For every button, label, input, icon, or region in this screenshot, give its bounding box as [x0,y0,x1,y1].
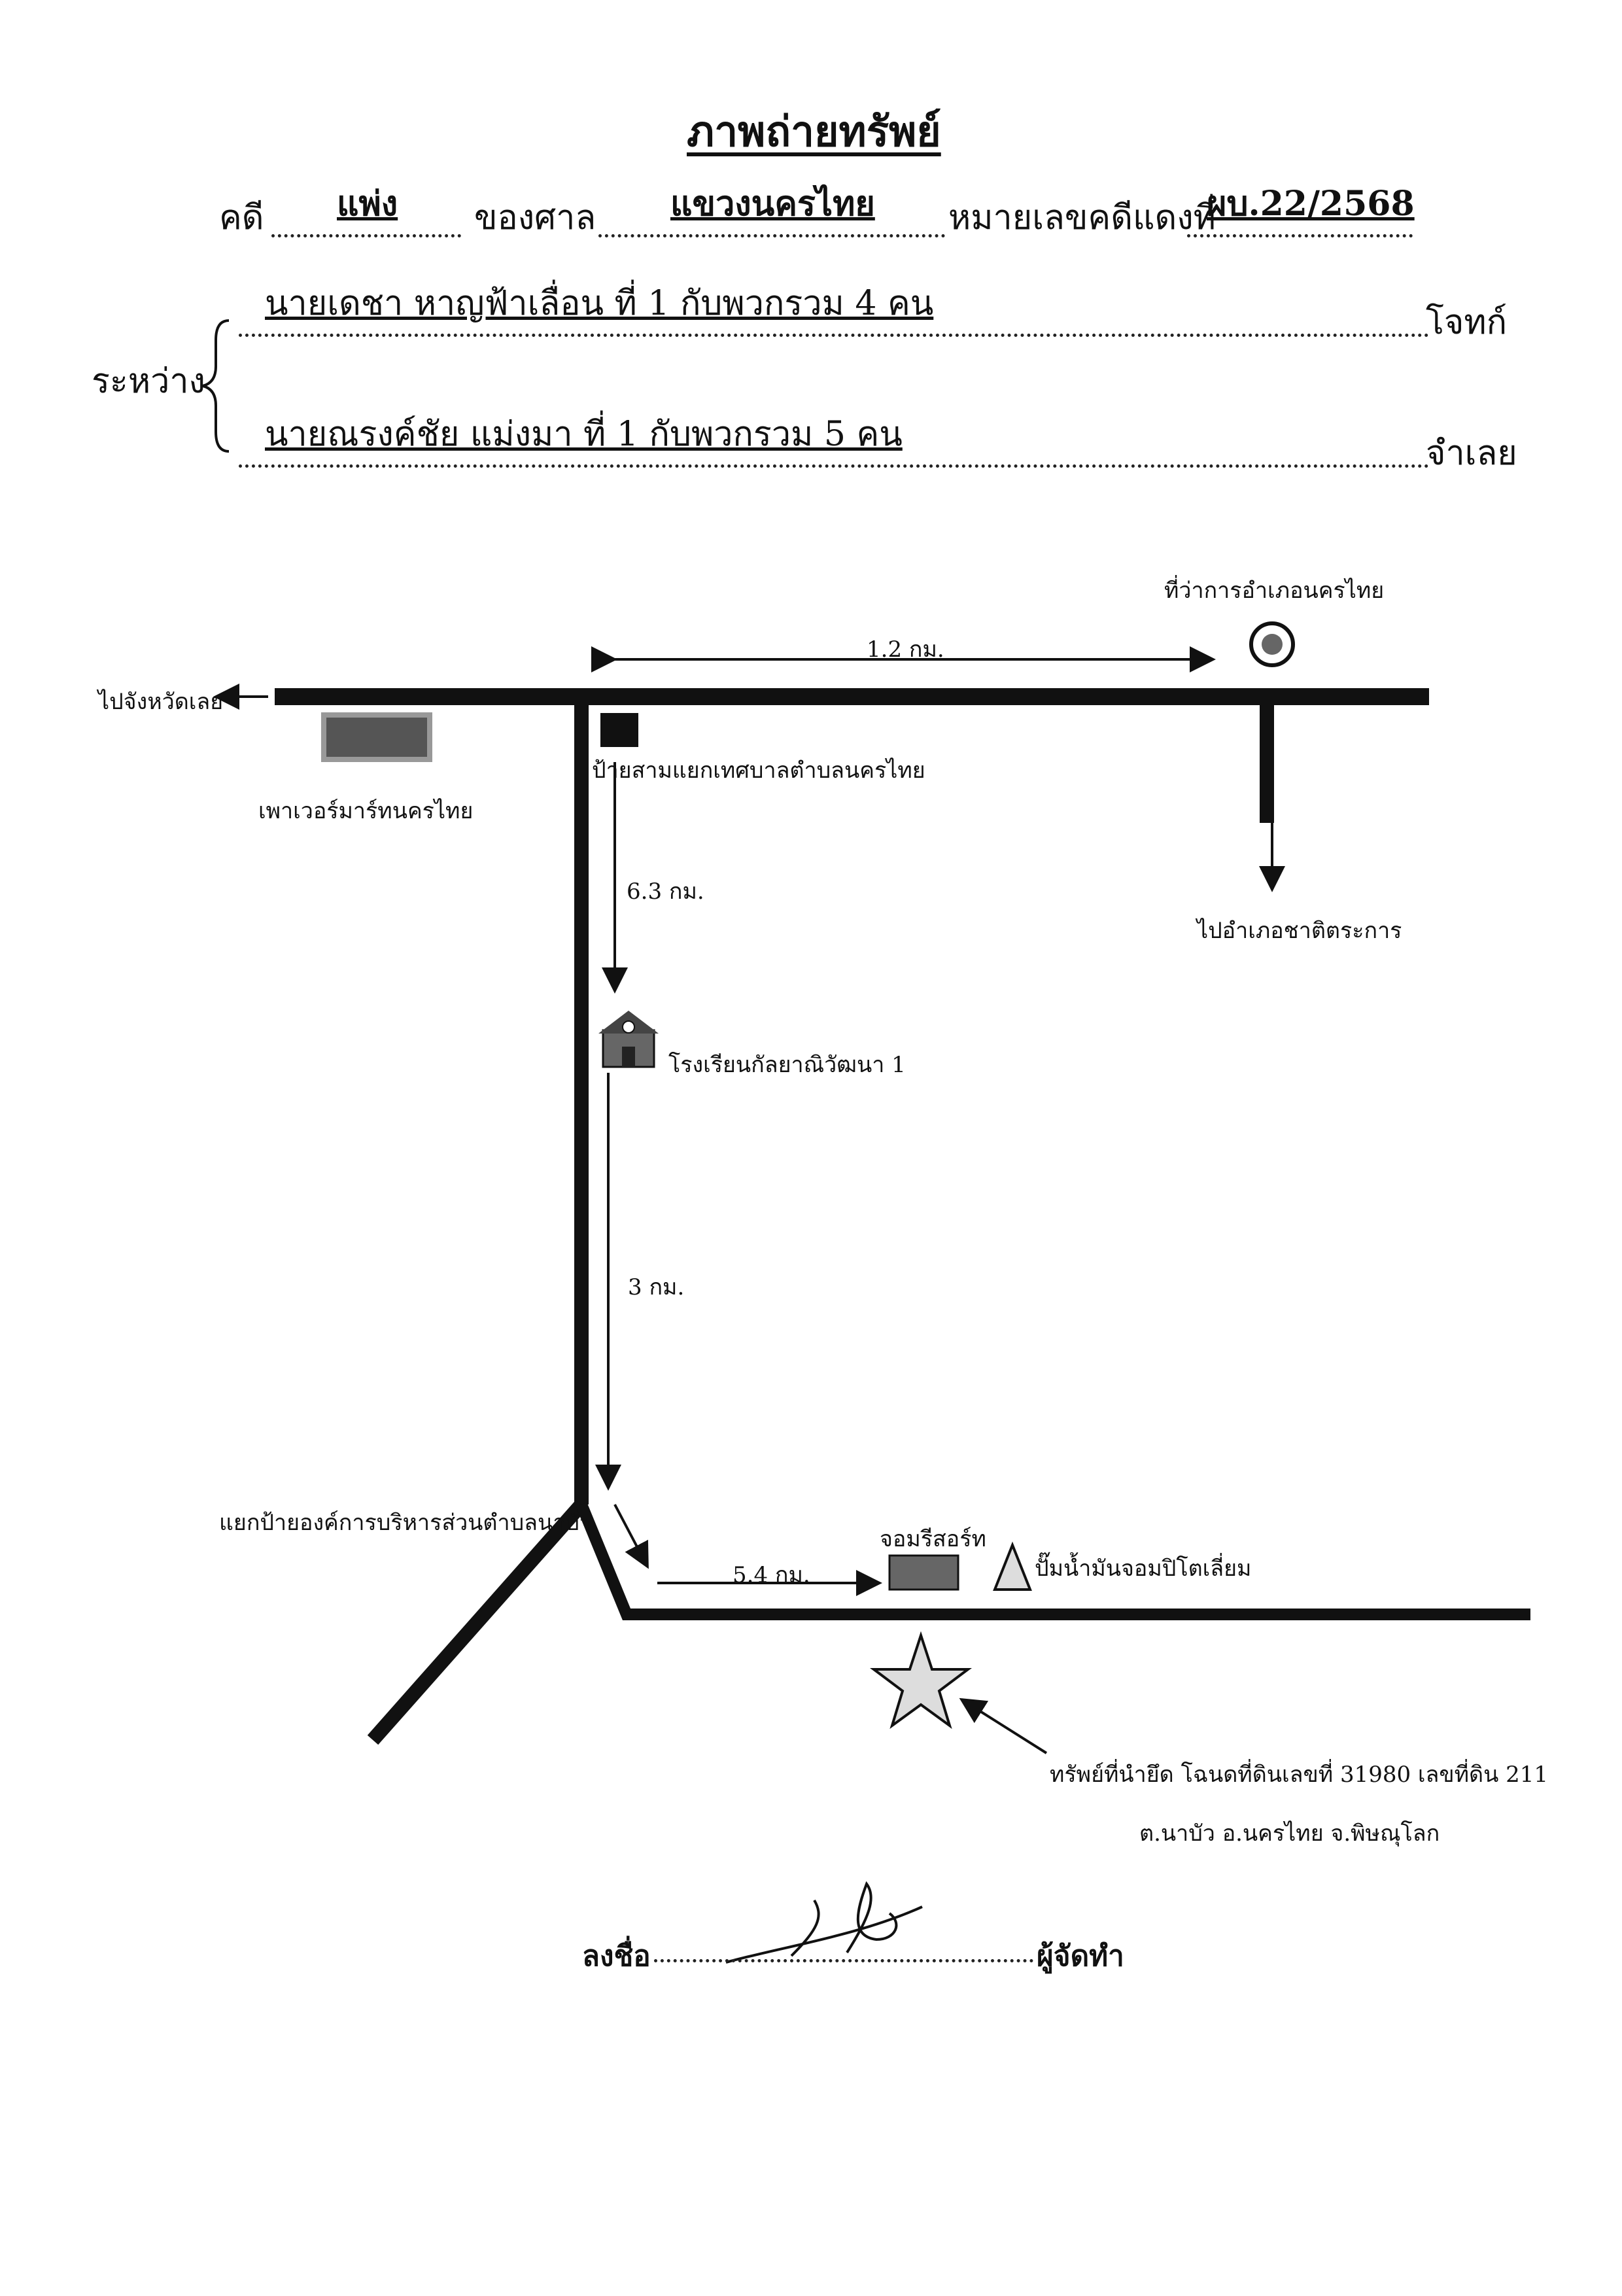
power-mart-marker [321,712,432,762]
defendant-name: นายณรงค์ชัย แม่งมา ที่ 1 กับพวกรวม 5 คน [265,415,903,454]
property-pointer-arrow [959,1697,1048,1754]
junction-sign-label: ป้ายสามแยกเทศบาลตำบลนครไทย [592,757,925,784]
dist-5-4km-label: 5.4 กม. [733,1562,810,1588]
resort-marker [888,1554,959,1591]
court-label: ของศาล [474,198,596,237]
signature-scribble [725,1881,923,1964]
school-label: โรงเรียนกัลยาณิวัฒนา 1 [668,1052,906,1078]
court-name-field: แขวงนครไทย [598,184,945,237]
between-label: ระหว่าง [92,362,205,401]
to-loei-label: ไปจังหวัดเลย [98,689,224,715]
gas-station-icon [993,1541,1032,1591]
district-office-label: ที่ว่าการอำเภอนครไทย [1164,578,1385,604]
dist-6-3km-label: 6.3 กม. [627,878,704,905]
to-chat-trakan-label: ไปอำเภอชาติตระการ [1197,918,1402,944]
school-icon [598,1011,659,1068]
road-to-chat-trakan [1260,705,1274,823]
red-case-no: ผบ.22/2568 [1207,184,1415,224]
resort-label: จอมรีสอร์ท [880,1526,986,1552]
court-name: แขวงนครไทย [670,184,875,224]
case-type: แพ่ง [337,184,398,224]
plaintiff-role: โจทก์ [1426,303,1508,342]
sign-label: ลงชื่อ [582,1939,651,1973]
main-road [275,688,1429,705]
power-mart-label: เพาเวอร์มาร์ทนครไทย [258,798,474,824]
dist-3km-label: 3 กม. [628,1274,685,1300]
junction-sign-marker [600,713,638,747]
nabua-junction-label: แยกป้ายองค์การบริหารส่วนตำบลนาบัว [219,1510,593,1536]
case-type-field: แพ่ง [271,184,461,237]
dist-1-2km-label: 1.2 กม. [867,636,944,663]
turn-arrow [613,1504,649,1569]
case-label: คดี [219,198,264,237]
between-brace [202,319,230,453]
preparer-role: ผู้จัดทำ [1037,1939,1124,1973]
property-star-icon [870,1631,972,1730]
road-southwest [367,1499,587,1745]
property-location: ต.นาบัว อ.นครไทย จ.พิษณุโลก [1139,1820,1440,1847]
red-case-no-label: หมายเลขคดีแดงที่ [948,198,1216,237]
page-title: ภาพถ่ายทรัพย์ [687,107,941,156]
plaintiff-name: นายเดชา หาญฟ้าเลื่อน ที่ 1 กับพวกรวม 4 ค… [265,284,934,323]
plaintiff-field: นายเดชา หาญฟ้าเลื่อน ที่ 1 กับพวกรวม 4 ค… [239,284,1429,337]
defendant-role: จำเลย [1426,434,1517,473]
defendant-field: นายณรงค์ชัย แม่งมา ที่ 1 กับพวกรวม 5 คน [239,415,1429,468]
gas-station-label: ปั๊มน้ำมันจอมปิโตเลี่ยม [1035,1556,1252,1582]
signature-line [654,1959,1033,1962]
red-case-no-field: ผบ.22/2568 [1187,184,1415,237]
vertical-road [574,705,589,1505]
road-southeast [576,1502,1530,1620]
property-description: ทรัพย์ที่นำยึด โฉนดที่ดินเลขที่ 31980 เล… [1050,1762,1549,1788]
